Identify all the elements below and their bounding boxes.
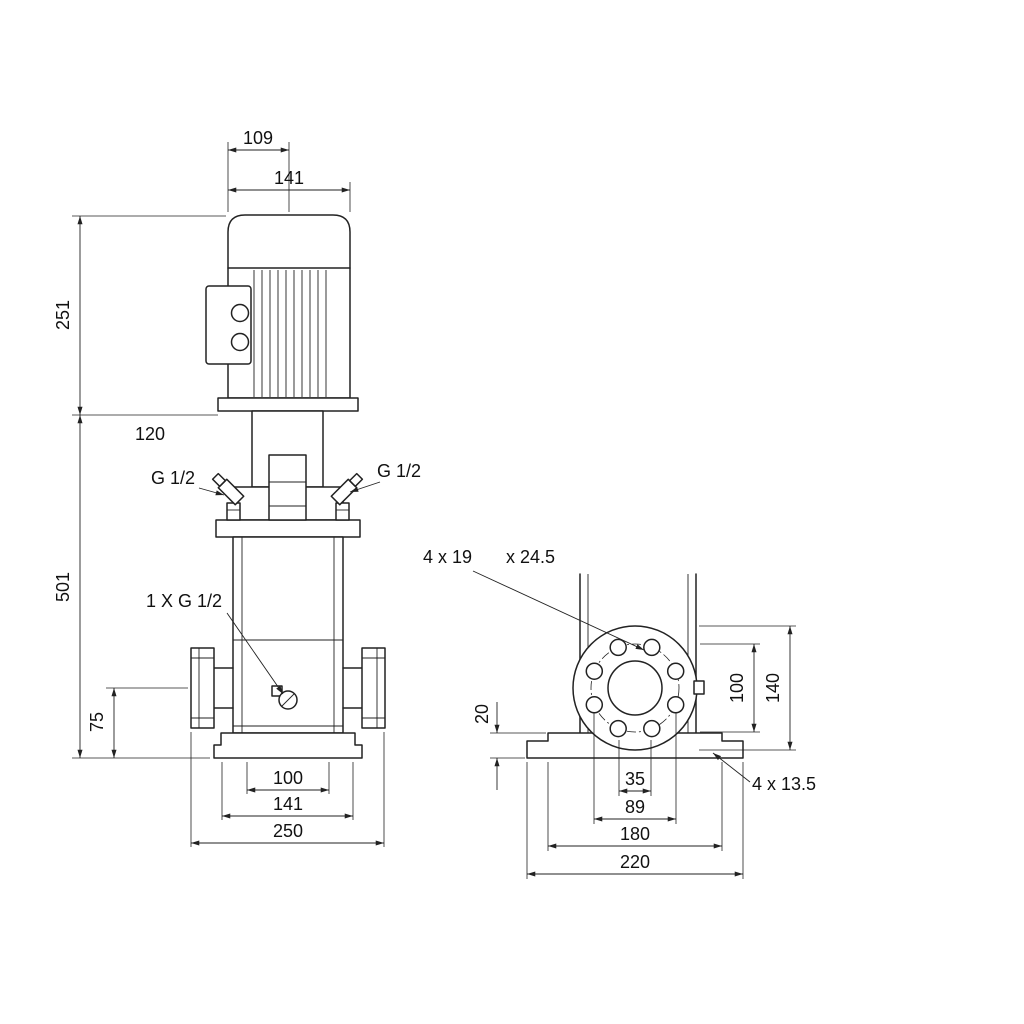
dim-35: 35 [625,769,645,789]
motor-fins [253,270,327,397]
side-view [526,573,744,759]
front-view [190,214,386,759]
pump-head [211,454,364,538]
port-label-left: G 1/2 [151,468,195,488]
dim-89: 89 [625,797,645,817]
dim-20: 20 [472,704,492,724]
motor [205,214,351,399]
leader-port-right [349,481,381,493]
terminal-box-gland-1 [230,303,250,323]
dim-109: 109 [243,128,273,148]
dim-141-top: 141 [274,168,304,188]
bolt-holes-label: 4 x 19 [423,547,472,567]
terminal-box [205,285,252,365]
base-front [213,732,363,759]
base-holes-label: 4 x 13.5 [752,774,816,794]
dim-100-front: 100 [273,768,303,788]
leader-drain [226,612,284,695]
bolt-hole [585,662,604,680]
bolt-circle [590,643,680,733]
counterbore-label: x 24.5 [506,547,555,567]
dim-141-bottom: 141 [273,794,303,814]
coupling [268,454,307,521]
pipe-flanges [190,647,386,729]
dim-250: 250 [273,821,303,841]
dim-501: 501 [53,572,73,602]
bolt-hole [666,662,685,680]
port-label-right: G 1/2 [377,461,421,481]
leader-base-holes [712,752,751,783]
stud-right [335,502,350,521]
bolt-hole [643,638,661,657]
side-dimensions: 4 x 19 x 24.5 20 100 140 35 89 180 220 4… [423,547,816,879]
port-plug-right [330,472,364,506]
bolt-hole [666,696,685,714]
dim-251: 251 [53,300,73,330]
bolt-hole [609,719,627,738]
dim-100-side: 100 [727,673,747,703]
drain-label: 1 X G 1/2 [146,591,222,611]
bolt-hole [585,696,604,714]
dim-180: 180 [620,824,650,844]
bolt-hole [643,719,661,738]
flange-face [572,625,705,751]
stud-left [226,502,241,521]
port-plug-left [211,472,245,506]
flange-right [361,647,386,729]
bolt-hole [609,638,627,657]
terminal-box-gland-2 [230,332,250,352]
dim-75: 75 [87,712,107,732]
motor-flange [217,397,359,412]
dim-120: 120 [135,424,165,444]
flange-tab [693,680,705,695]
leader-bolt-holes [472,570,645,651]
leader-port-left [198,487,225,496]
flange-left [190,647,215,729]
dim-140: 140 [763,673,783,703]
bore [607,660,663,716]
dim-220: 220 [620,852,650,872]
front-dimensions: 109 141 251 120 G 1/2 G 1/2 501 1 X G 1/… [53,128,421,847]
